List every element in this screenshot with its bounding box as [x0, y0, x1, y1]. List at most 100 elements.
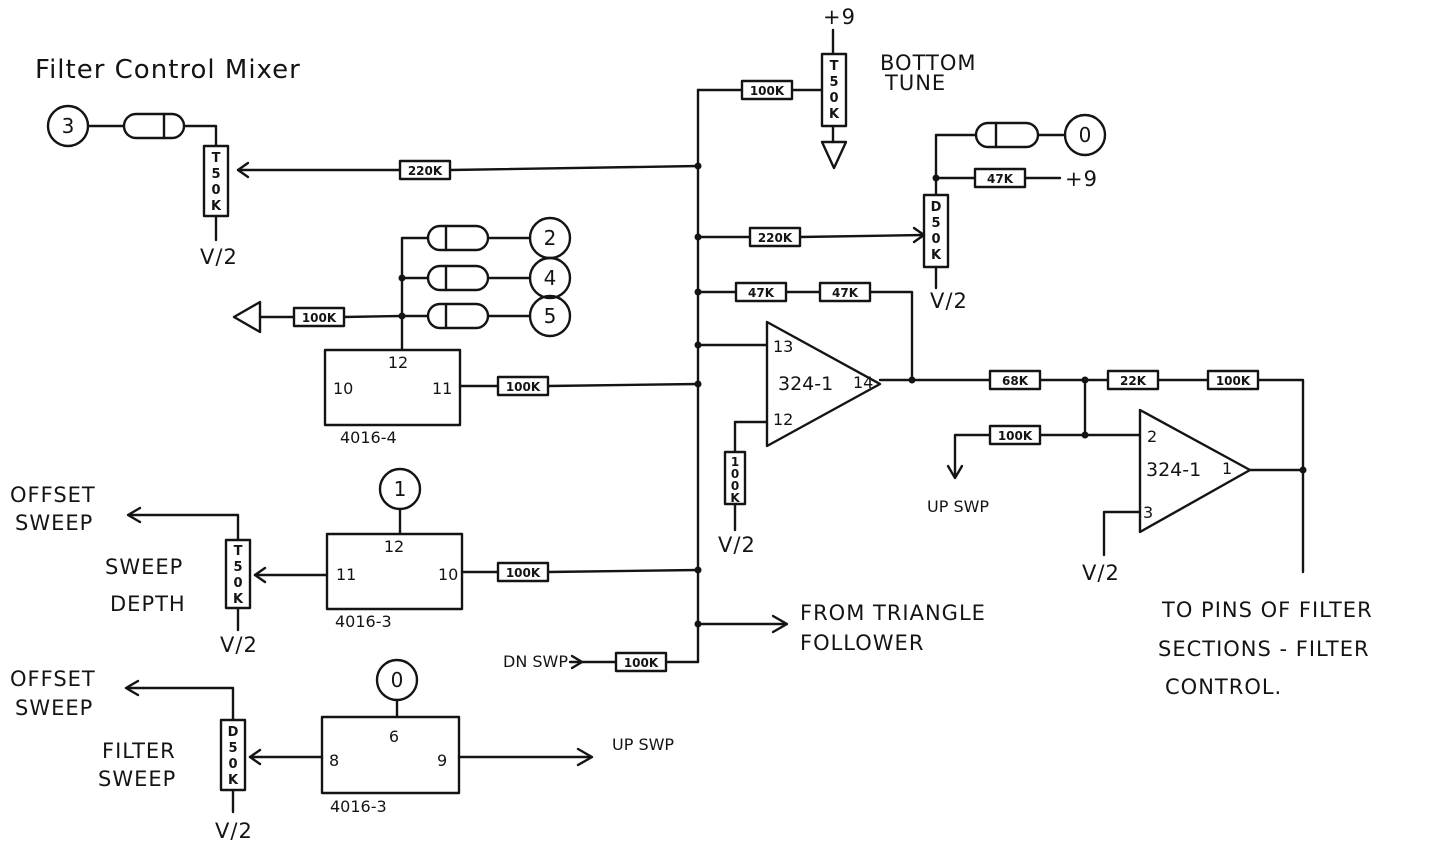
node-5-label: 5	[544, 304, 557, 328]
resistor-47k-plus9: 47K	[973, 167, 1027, 189]
svg-text:5: 5	[233, 560, 242, 575]
node-0-label: 0	[1079, 123, 1092, 147]
v2-label-2: V/2	[930, 289, 968, 313]
r220k-2-wire	[696, 233, 926, 239]
v2-label-3: V/2	[718, 533, 756, 557]
node-3-label: 3	[62, 114, 75, 138]
svg-text:47K: 47K	[748, 286, 775, 300]
chip-4016-3-a: 12 11 10 4016-3	[325, 532, 464, 631]
opamp1-name: 324-1	[778, 373, 833, 395]
r220k-1-wire	[236, 164, 700, 172]
opamp2-name: 324-1	[1146, 459, 1201, 481]
page-title: Filter Control Mixer	[35, 55, 301, 85]
svg-text:K: K	[228, 773, 239, 788]
svg-text:K: K	[829, 107, 840, 122]
svg-text:11: 11	[336, 565, 356, 584]
svg-text:T: T	[212, 151, 221, 166]
svg-text:0: 0	[233, 576, 242, 591]
pot-input-0: D 5 0 K	[922, 193, 950, 269]
resistor-22k: 22K	[1106, 369, 1160, 391]
svg-text:100K: 100K	[506, 566, 541, 580]
svg-text:5: 5	[829, 75, 838, 90]
resistor-220k-1: 220K	[398, 159, 452, 181]
v2-label-1: V/2	[200, 245, 238, 269]
svg-text:0: 0	[731, 467, 739, 481]
inputs-245-wire	[400, 236, 532, 352]
svg-text:K: K	[211, 199, 222, 214]
svg-text:10: 10	[333, 379, 353, 398]
r100k-ref-wire	[258, 314, 404, 319]
opamp1-pin-12: 12	[773, 410, 793, 429]
r100k-11-wire	[458, 382, 700, 388]
left-arrow-icon	[126, 506, 142, 524]
filter-sweep-label-b: SWEEP	[98, 767, 176, 791]
svg-text:10: 10	[438, 565, 458, 584]
filter-sweep-wire	[126, 686, 324, 814]
from-triangle-label-2: FOLLOWER	[800, 631, 924, 655]
svg-text:220K: 220K	[408, 164, 443, 178]
to-pins-label-1: TO PINS OF FILTER	[1161, 598, 1373, 622]
svg-text:0: 0	[228, 757, 237, 772]
junction	[932, 174, 940, 182]
svg-text:100K: 100K	[506, 380, 541, 394]
opamp2-pin-2: 2	[1147, 427, 1157, 446]
plus9-label: +9	[823, 5, 856, 29]
to-pins-label-3: CONTROL.	[1165, 675, 1282, 699]
svg-text:4016-4: 4016-4	[340, 428, 397, 447]
svg-text:47K: 47K	[832, 286, 859, 300]
svg-text:0: 0	[829, 91, 838, 106]
opamp-324-1-b	[1138, 408, 1252, 534]
from-triangle-label-1: FROM TRIANGLE	[800, 601, 986, 625]
resistor-68k: 68K	[988, 369, 1042, 391]
svg-text:5: 5	[931, 216, 940, 231]
right-arrow-icon	[771, 614, 789, 634]
feedback-47k-wire	[696, 290, 914, 382]
svg-text:100K: 100K	[624, 656, 659, 670]
wiper-arrow-icon	[248, 748, 262, 766]
opamp2-pin-3: 3	[1143, 503, 1153, 522]
node-0b-label: 0	[391, 668, 404, 692]
input-3-wire	[86, 124, 218, 242]
bottom-label: BOTTOM	[880, 51, 977, 75]
svg-text:47K: 47K	[987, 172, 1014, 186]
resistor-100k-feedback: 100K	[1206, 369, 1260, 391]
diode-connector-5	[426, 302, 490, 330]
offset-sweep-label-1a: OFFSET	[10, 483, 96, 507]
resistor-47k-b: 47K	[818, 281, 872, 303]
opamp-324-1-a	[765, 320, 882, 448]
resistor-220k-2: 220K	[748, 226, 802, 248]
v2-label-5: V/2	[220, 633, 258, 657]
ground-triangle-icon	[820, 140, 848, 170]
diode-connector-4	[426, 264, 490, 292]
diode-connector-3	[122, 112, 186, 140]
offset-sweep-label-2b: SWEEP	[15, 696, 93, 720]
svg-text:100K: 100K	[750, 84, 785, 98]
tune-label: TUNE	[884, 71, 946, 95]
svg-text:12: 12	[384, 537, 404, 556]
svg-text:4016-3: 4016-3	[330, 797, 387, 816]
svg-text:0: 0	[731, 479, 739, 493]
svg-text:5: 5	[228, 741, 237, 756]
down-arrow-icon	[946, 464, 964, 480]
svg-text:220K: 220K	[758, 231, 793, 245]
opamp1-pin-13: 13	[773, 337, 793, 356]
junction	[398, 274, 406, 282]
svg-text:K: K	[730, 491, 740, 505]
pot-input-3: T 5 0 K	[202, 144, 230, 218]
resistor-100k-dn: 100K	[614, 651, 668, 673]
svg-text:100K: 100K	[998, 429, 1033, 443]
svg-text:22K: 22K	[1120, 374, 1147, 388]
plus9-right-label: +9	[1065, 167, 1098, 191]
resistor-100k-11: 100K	[496, 375, 550, 397]
svg-text:K: K	[931, 248, 942, 263]
opamp1-pin-14: 14	[853, 373, 873, 392]
opamp2-pin-1: 1	[1222, 459, 1232, 478]
ground-triangle-icon	[232, 300, 262, 334]
resistor-100k-top: 100K	[740, 79, 794, 101]
node-4-label: 4	[544, 266, 557, 290]
chip-4016-3-b: 6 8 9 4016-3	[320, 715, 461, 816]
resistor-100k-ref: 100K	[292, 306, 346, 328]
svg-text:11: 11	[432, 379, 452, 398]
node-2-label: 2	[544, 226, 557, 250]
svg-text:D: D	[931, 200, 942, 215]
